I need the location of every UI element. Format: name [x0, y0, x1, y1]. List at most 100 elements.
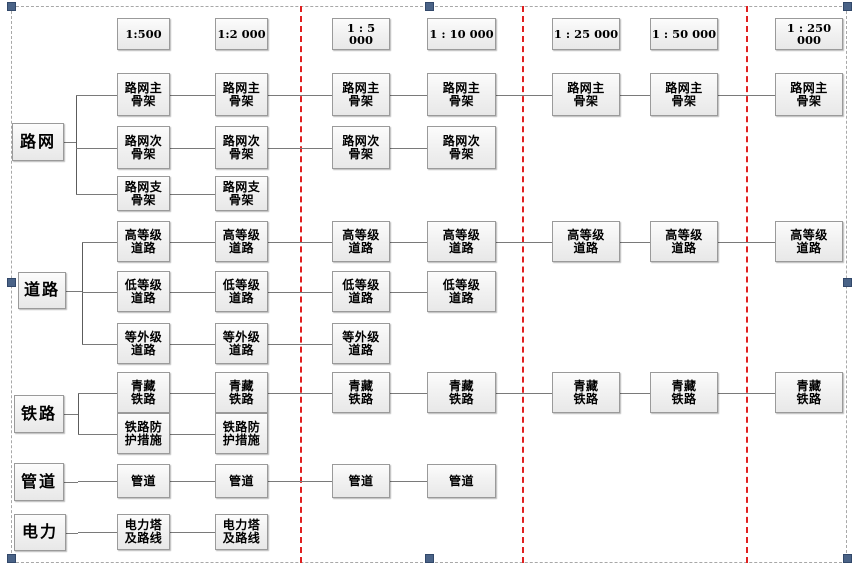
feature-node-main-skeleton-col4[interactable]: 路网主 骨架 [427, 73, 496, 116]
selection-handle[interactable] [425, 2, 434, 11]
feature-node-high-grade-road-col3[interactable]: 高等级 道路 [332, 221, 390, 262]
connector-between-scales [390, 242, 427, 243]
category-label-road[interactable]: 道路 [18, 272, 66, 309]
selection-handle[interactable] [7, 2, 16, 11]
category-label-road-network[interactable]: 路网 [12, 123, 64, 161]
scale-separator-1 [300, 6, 302, 563]
connector-category-stub [64, 482, 78, 483]
selection-handle[interactable] [7, 554, 16, 563]
connector-between-scales [390, 393, 427, 394]
connector-between-scales [390, 148, 427, 149]
feature-node-high-grade-road-col4[interactable]: 高等级 道路 [427, 221, 496, 262]
connector-row-lead [78, 532, 117, 533]
connector-between-scales [170, 95, 215, 96]
feature-node-qinghai-tibet-railway-col1[interactable]: 青藏 铁路 [117, 372, 170, 413]
scale-header-s500[interactable]: 1:500 [117, 18, 170, 50]
feature-node-qinghai-tibet-railway-col3[interactable]: 青藏 铁路 [332, 372, 390, 413]
connector-between-scales [620, 95, 650, 96]
feature-node-low-grade-road-col4[interactable]: 低等级 道路 [427, 271, 496, 312]
feature-node-secondary-skeleton-col3[interactable]: 路网次 骨架 [332, 126, 390, 169]
connector-branch-vertical [76, 95, 77, 194]
selection-handle[interactable] [843, 2, 852, 11]
feature-node-main-skeleton-col6[interactable]: 路网主 骨架 [650, 73, 718, 116]
connector-between-scales [170, 242, 215, 243]
connector-between-scales [170, 344, 215, 345]
feature-node-high-grade-road-col2[interactable]: 高等级 道路 [215, 221, 268, 262]
scale-header-s250000[interactable]: 1 : 250 000 [775, 18, 843, 50]
feature-node-high-grade-road-col5[interactable]: 高等级 道路 [552, 221, 620, 262]
feature-node-branch-skeleton-col2[interactable]: 路网支 骨架 [215, 176, 268, 211]
feature-node-qinghai-tibet-railway-col5[interactable]: 青藏 铁路 [552, 372, 620, 413]
feature-node-qinghai-tibet-railway-col7[interactable]: 青藏 铁路 [775, 372, 843, 413]
connector-between-scales [620, 393, 650, 394]
category-label-pipeline[interactable]: 管道 [14, 463, 64, 501]
connector-between-scales [268, 292, 332, 293]
feature-node-ungraded-road-col2[interactable]: 等外级 道路 [215, 323, 268, 364]
selection-handle[interactable] [7, 278, 16, 287]
feature-node-pipeline-row-col3[interactable]: 管道 [332, 464, 390, 498]
feature-node-ungraded-road-col3[interactable]: 等外级 道路 [332, 323, 390, 364]
selection-handle[interactable] [843, 278, 852, 287]
feature-node-low-grade-road-col2[interactable]: 低等级 道路 [215, 271, 268, 312]
feature-node-pipeline-row-col4[interactable]: 管道 [427, 464, 496, 498]
feature-node-qinghai-tibet-railway-col2[interactable]: 青藏 铁路 [215, 372, 268, 413]
connector-between-scales [268, 393, 332, 394]
feature-node-main-skeleton-col2[interactable]: 路网主 骨架 [215, 73, 268, 116]
connector-between-scales [268, 242, 332, 243]
category-label-railway[interactable]: 铁路 [14, 395, 64, 433]
selection-handle[interactable] [425, 554, 434, 563]
feature-node-high-grade-road-col6[interactable]: 高等级 道路 [650, 221, 718, 262]
connector-row-lead [76, 148, 117, 149]
feature-node-secondary-skeleton-col1[interactable]: 路网次 骨架 [117, 126, 170, 169]
feature-node-qinghai-tibet-railway-col4[interactable]: 青藏 铁路 [427, 372, 496, 413]
connector-branch-vertical [78, 393, 79, 434]
feature-node-power-tower-line-col1[interactable]: 电力塔 及路线 [117, 514, 170, 550]
feature-node-main-skeleton-col1[interactable]: 路网主 骨架 [117, 73, 170, 116]
feature-node-main-skeleton-col7[interactable]: 路网主 骨架 [775, 73, 843, 116]
feature-node-pipeline-row-col1[interactable]: 管道 [117, 464, 170, 498]
connector-between-scales [496, 393, 552, 394]
connector-row-lead [78, 481, 117, 482]
connector-between-scales [268, 481, 332, 482]
feature-node-low-grade-road-col1[interactable]: 低等级 道路 [117, 271, 170, 312]
category-label-power[interactable]: 电力 [14, 514, 66, 551]
connector-between-scales [268, 148, 332, 149]
feature-node-branch-skeleton-col1[interactable]: 路网支 骨架 [117, 176, 170, 211]
connector-category-stub [64, 414, 78, 415]
scale-header-s5000[interactable]: 1 : 5 000 [332, 18, 390, 50]
connector-branch-vertical [82, 242, 83, 344]
feature-node-main-skeleton-col5[interactable]: 路网主 骨架 [552, 73, 620, 116]
scale-header-s10000[interactable]: 1 : 10 000 [427, 18, 496, 50]
scale-header-s25000[interactable]: 1 : 25 000 [552, 18, 620, 50]
feature-node-secondary-skeleton-col2[interactable]: 路网次 骨架 [215, 126, 268, 169]
connector-between-scales [170, 434, 215, 435]
connector-between-scales [170, 292, 215, 293]
feature-node-pipeline-row-col2[interactable]: 管道 [215, 464, 268, 498]
scale-separator-2 [522, 6, 524, 563]
connector-row-lead [82, 344, 117, 345]
feature-node-main-skeleton-col3[interactable]: 路网主 骨架 [332, 73, 390, 116]
scale-header-s2000[interactable]: 1:2 000 [215, 18, 268, 50]
feature-node-high-grade-road-col7[interactable]: 高等级 道路 [775, 221, 843, 262]
connector-row-lead [82, 242, 117, 243]
feature-node-power-tower-line-col2[interactable]: 电力塔 及路线 [215, 514, 268, 550]
selection-handle[interactable] [843, 554, 852, 563]
connector-row-lead [78, 434, 117, 435]
connector-between-scales [718, 95, 775, 96]
connector-between-scales [620, 242, 650, 243]
feature-node-secondary-skeleton-col4[interactable]: 路网次 骨架 [427, 126, 496, 169]
feature-node-railway-protection-col2[interactable]: 铁路防 护措施 [215, 413, 268, 454]
feature-node-railway-protection-col1[interactable]: 铁路防 护措施 [117, 413, 170, 454]
connector-category-stub [66, 291, 82, 292]
connector-between-scales [718, 242, 775, 243]
connector-between-scales [170, 481, 215, 482]
feature-node-low-grade-road-col3[interactable]: 低等级 道路 [332, 271, 390, 312]
connector-between-scales [170, 194, 215, 195]
connector-row-lead [82, 292, 117, 293]
connector-row-lead [76, 95, 117, 96]
feature-node-ungraded-road-col1[interactable]: 等外级 道路 [117, 323, 170, 364]
scale-header-s50000[interactable]: 1 : 50 000 [650, 18, 718, 50]
feature-node-qinghai-tibet-railway-col6[interactable]: 青藏 铁路 [650, 372, 718, 413]
connector-row-lead [78, 393, 117, 394]
feature-node-high-grade-road-col1[interactable]: 高等级 道路 [117, 221, 170, 262]
